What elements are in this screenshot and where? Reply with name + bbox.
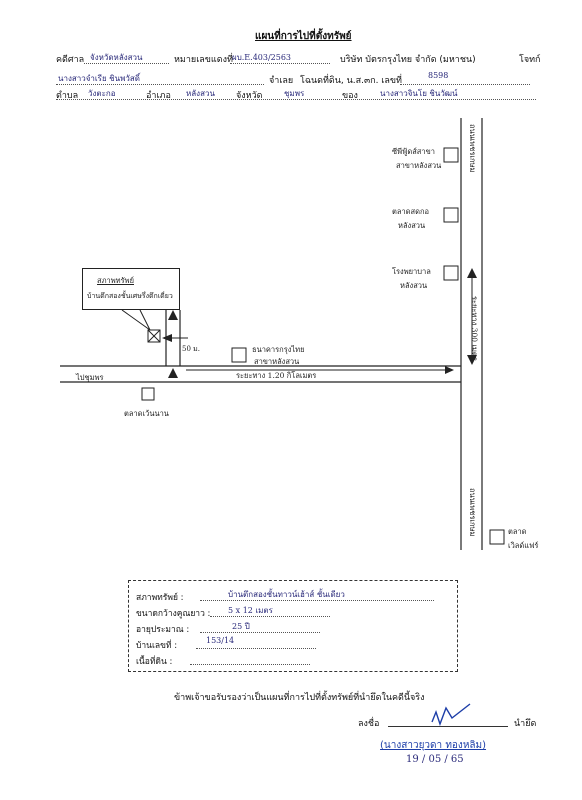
plaintiff-role: โจทก์ xyxy=(519,55,541,65)
area-label: เนื้อที่ดิน : xyxy=(136,657,173,667)
court-label: คดีศาล xyxy=(56,55,85,65)
road-right-mid-label: ระยะทาง 300 เมตร xyxy=(470,296,479,361)
sign-label: ลงชื่อ xyxy=(358,719,380,729)
size-label: ขนาดกว้างคูณยาว : xyxy=(136,609,211,619)
subdistrict-label: ตำบล xyxy=(56,91,79,101)
side-distance-label: 50 ม. xyxy=(182,345,200,353)
court-value: จังหวัดหลังสวน xyxy=(90,53,143,62)
landmark-4b: สาขาหลังสวน xyxy=(254,357,300,366)
certify-text: ข้าพเจ้าขอรับรองว่าเป็นแผนที่การไปที่ตั้… xyxy=(174,693,425,703)
landmark-6b: เวิลด์แฟร์ xyxy=(508,541,539,550)
landmark-2: ตลาดสดกอ xyxy=(392,207,430,216)
district-value: หลังสวน xyxy=(186,89,215,98)
district-label: อำเภอ xyxy=(146,91,171,101)
owner-value: นางสาวจินโย ชินวัฒน์ xyxy=(380,89,458,98)
province-label: จังหวัด xyxy=(236,91,263,101)
road-distance-label: ระยะทาง 1.20 กิโลเมตร xyxy=(236,371,317,380)
defendant-role: จำเลย xyxy=(269,76,294,86)
type-value: บ้านตึกสองชั้นทาวน์เฮ้าส์ ชั้นเดียว xyxy=(228,590,345,599)
landmark-4: ธนาคารกรุงไทย xyxy=(252,345,305,354)
deed-label: โฉนดที่ดิน, น.ส.๓ก. เลขที่ xyxy=(300,76,402,86)
sign-role: นำยึด xyxy=(514,719,537,729)
age-label: อายุประมาณ : xyxy=(136,625,190,635)
landmark-3b: หลังสวน xyxy=(400,281,428,290)
house-label: บ้านเลขที่ : xyxy=(136,641,178,651)
owner-label: ของ xyxy=(342,91,358,101)
province-value: ชุมพร xyxy=(284,89,305,98)
property-details-panel xyxy=(128,580,458,672)
subdistrict-value: วังตะกอ xyxy=(88,89,116,98)
type-label: สภาพทรัพย์ : xyxy=(136,593,184,603)
road-left-label: ไปชุมพร xyxy=(76,373,104,382)
page-title: แผนที่การไปที่ตั้งทรัพย์ xyxy=(255,31,352,42)
plaintiff-value: บริษัท บัตรกรุงไทย จำกัด (มหาชน) xyxy=(340,55,476,65)
age-value: 25 ปี xyxy=(232,622,250,631)
road-right-top-label: ถนนเพชรเกษม xyxy=(468,124,477,173)
landmark-3: โรงพยาบาล xyxy=(392,267,431,276)
signer-name: (นางสาวยุวดา ทองหลิม) xyxy=(380,740,487,751)
property-callout: สภาพทรัพย์ บ้านตึกสองชั้นเศษรึ่งตึกเดี่ย… xyxy=(82,268,180,310)
sign-date: 19 / 05 / 65 xyxy=(406,754,464,765)
size-value: 5 x 12 เมตร xyxy=(228,606,273,615)
defendant-value: นางสาวจำเรีย ชินพวัสดิ์ xyxy=(58,74,140,83)
house-value: 153/14 xyxy=(206,636,235,645)
callout-title: สภาพทรัพย์ xyxy=(97,276,134,285)
road-right-bottom-label: ถนนเพชรเกษม xyxy=(468,488,477,537)
deed-value: 8598 xyxy=(428,71,449,80)
landmark-1: ซีพีฟู้ดส์สาขา xyxy=(392,147,435,156)
case-label: หมายเลขแดงที่ xyxy=(174,55,233,65)
landmark-5: ตลาดเว้นนาน xyxy=(124,409,169,418)
landmark-2b: หลังสวน xyxy=(398,221,426,230)
case-value: ผบ.E.403/2563 xyxy=(232,53,292,62)
landmark-6: ตลาด xyxy=(508,527,527,536)
callout-text: บ้านตึกสองชั้นเศษรึ่งตึกเดี่ยว xyxy=(87,292,173,300)
landmark-1b: สาขาหลังสวน xyxy=(396,161,442,170)
